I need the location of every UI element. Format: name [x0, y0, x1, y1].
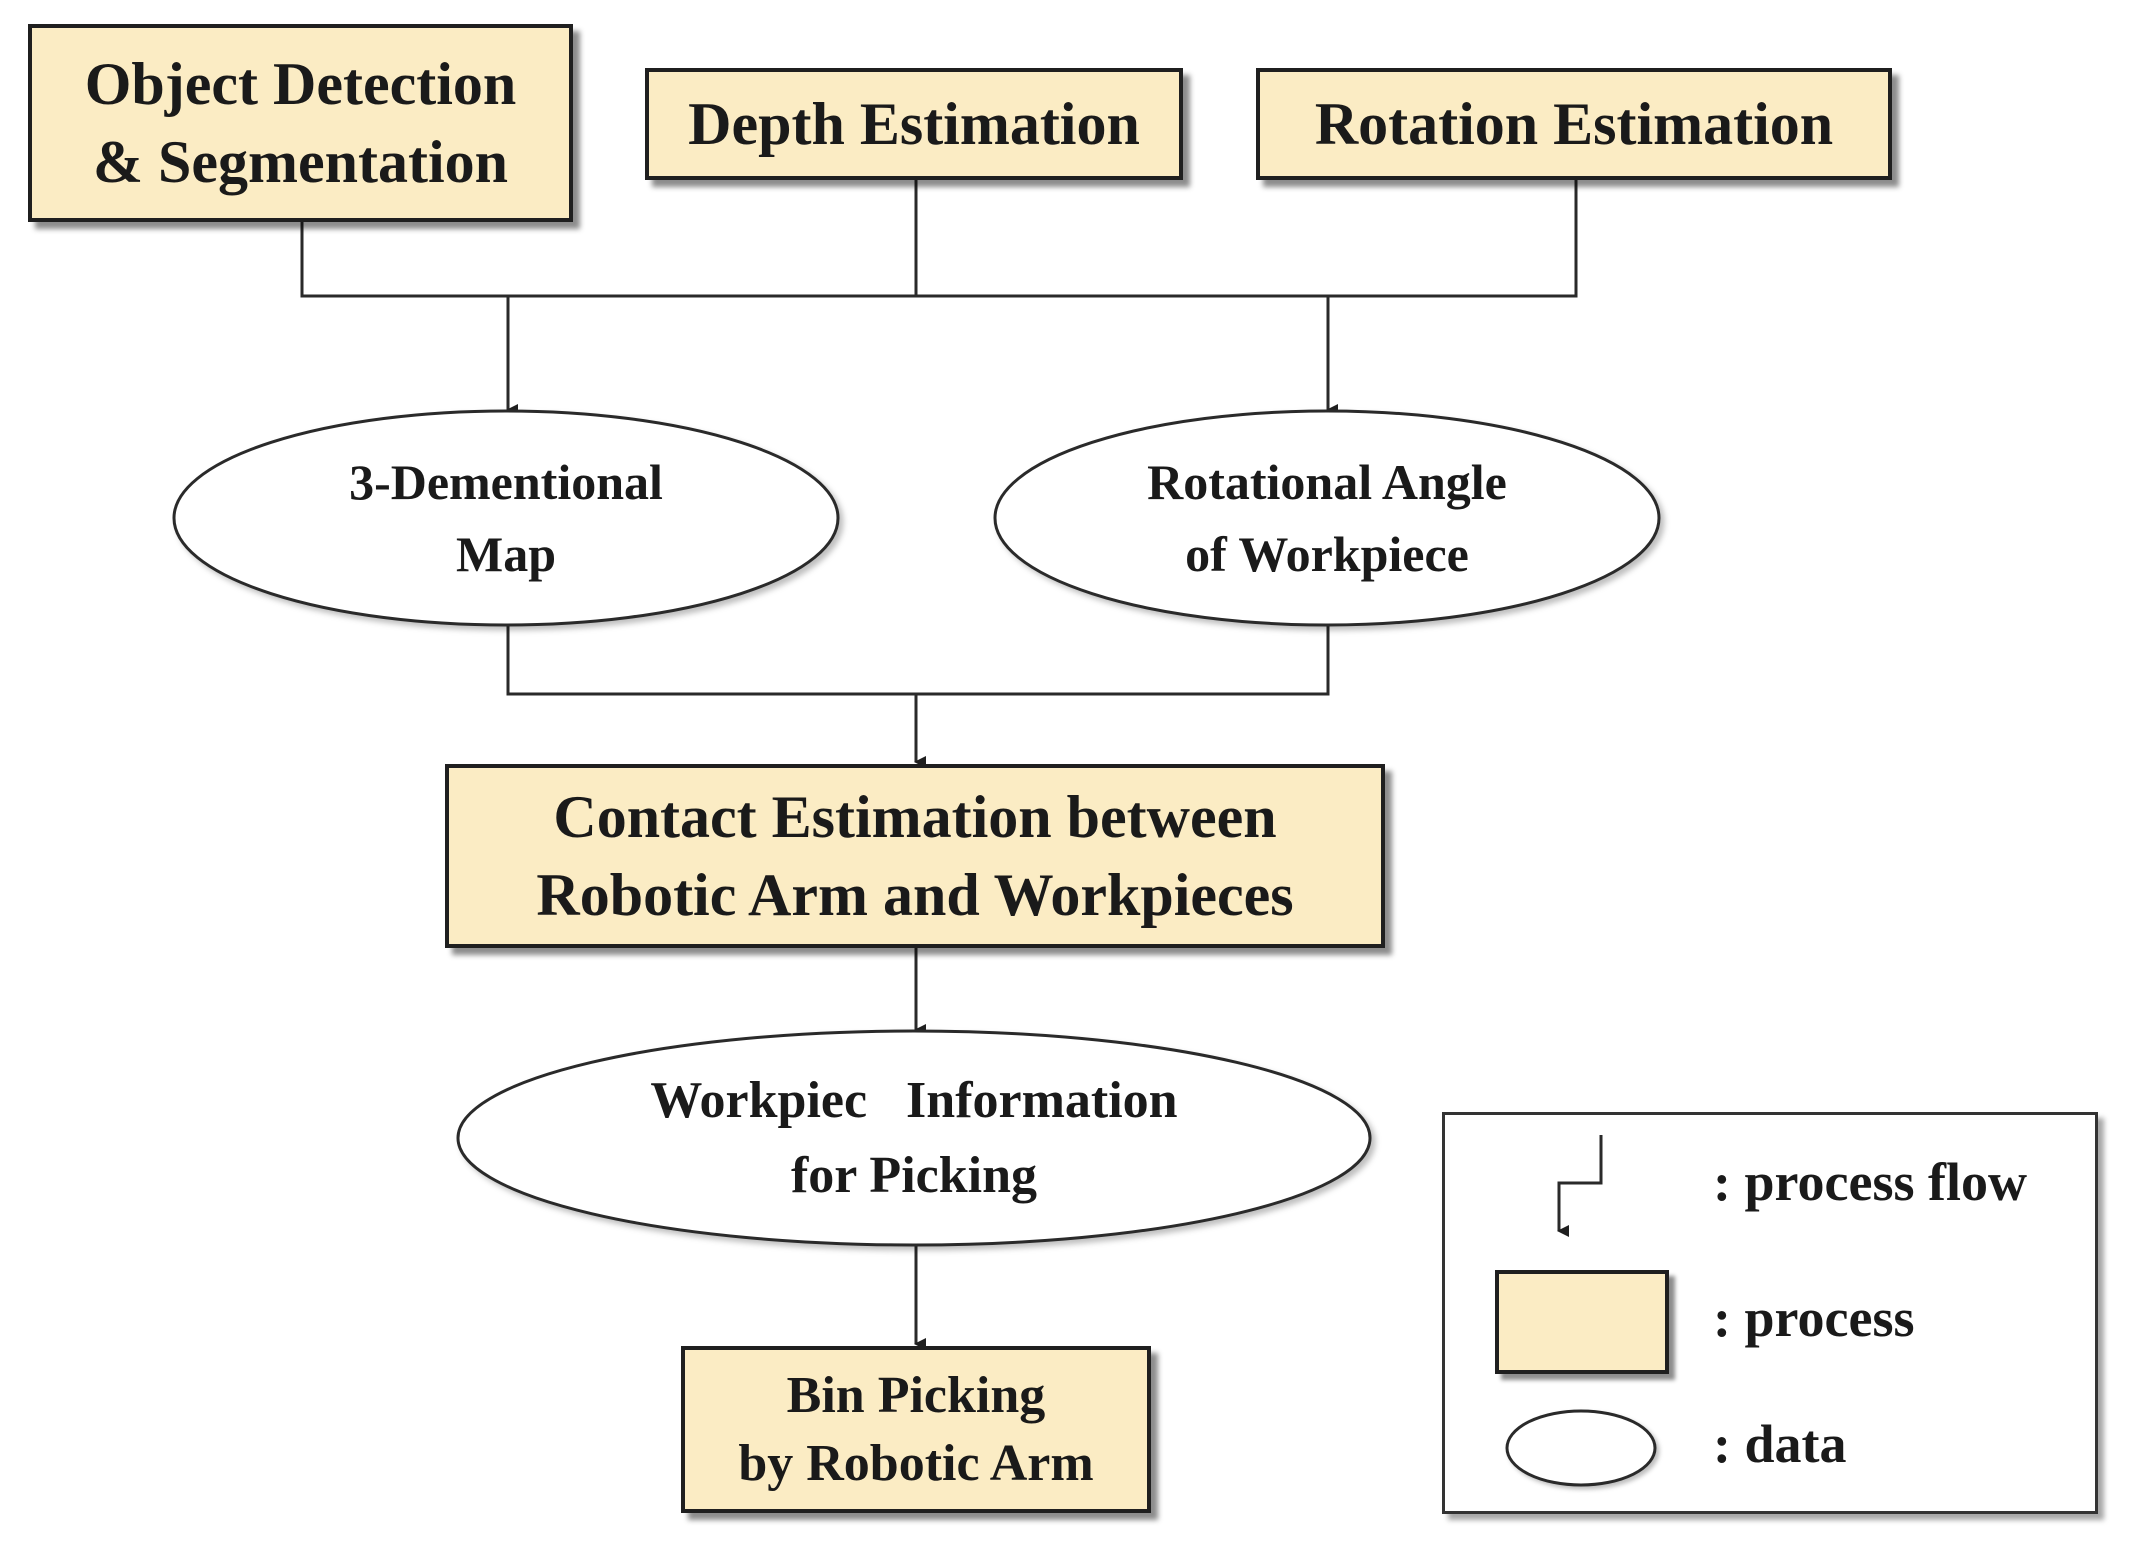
data-3d-map-line-1: 3-Dementional: [349, 453, 663, 510]
legend-data-swatch: [1505, 1409, 1657, 1487]
data-ellipse-workpiece-info: [456, 1029, 1372, 1247]
data-rotational-angle-line-1: Rotational Angle: [1147, 453, 1507, 510]
data-rotational-angle: Rotational Angle of Workpiece: [997, 411, 1657, 625]
legend: : process flow : process : data: [1442, 1112, 2098, 1514]
data-3d-map: 3-Dementional Map: [176, 411, 836, 625]
connector-object-detection: [300, 180, 1578, 298]
legend-data-label: : data: [1713, 1414, 1847, 1474]
process-contact-estimation-line-1: Contact Estimation between: [553, 784, 1277, 850]
process-bin-picking-line-1: Bin Picking: [786, 1366, 1046, 1424]
process-contact-estimation: Contact Estimation between Robotic Arm a…: [445, 764, 1385, 948]
legend-process-flow-label: : process flow: [1713, 1152, 2027, 1212]
process-depth-estimation-label: Depth Estimation: [688, 91, 1140, 157]
legend-process-flow-icon: [1557, 1135, 1603, 1237]
process-depth-estimation: Depth Estimation: [645, 68, 1183, 180]
process-contact-estimation-line-2: Robotic Arm and Workpieces: [536, 862, 1294, 928]
data-ellipse-3d-map: [172, 409, 840, 627]
data-workpiece-info-line-2: for Picking: [790, 1147, 1038, 1204]
process-rotation-estimation-label: Rotation Estimation: [1314, 91, 1834, 157]
legend-process-swatch: [1495, 1270, 1669, 1374]
process-rotation-estimation: Rotation Estimation: [1256, 68, 1892, 180]
data-3d-map-line-2: Map: [456, 526, 556, 582]
process-object-detection-line-1: Object Detection: [84, 51, 517, 117]
data-ellipse-rotational-angle: [993, 409, 1661, 627]
data-workpiece-info: Workpiec Information for Picking: [460, 1031, 1368, 1245]
data-workpiece-info-line-1: Workpiec Information: [650, 1071, 1178, 1129]
process-object-detection-line-2: & Segmentation: [93, 129, 508, 195]
legend-process-label: : process: [1713, 1288, 1915, 1348]
process-bin-picking-line-2: by Robotic Arm: [738, 1434, 1094, 1492]
connector-data-merge: [506, 625, 1330, 696]
process-bin-picking: Bin Picking by Robotic Arm: [681, 1346, 1151, 1513]
data-rotational-angle-line-2: of Workpiece: [1185, 526, 1469, 582]
process-object-detection: Object Detection & Segmentation: [28, 24, 573, 222]
